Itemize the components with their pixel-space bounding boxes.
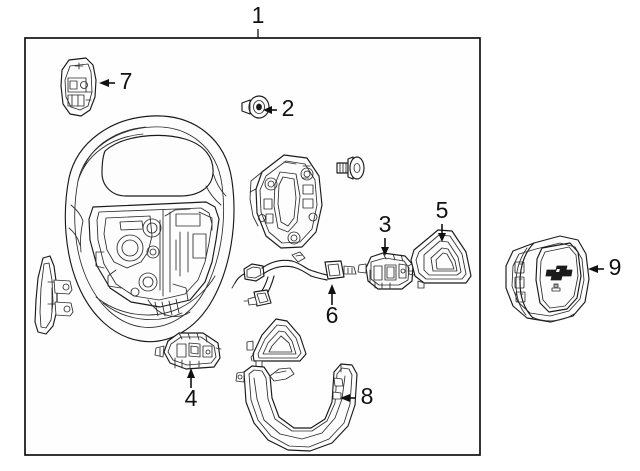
- paddle-shifter-upshift[interactable]: [60, 57, 97, 117]
- callout-label-3: 3: [379, 211, 392, 237]
- steering-wheel-rim-and-armature[interactable]: [64, 115, 235, 343]
- callout-label-7: 7: [120, 68, 133, 94]
- screw-torx-fastener[interactable]: [241, 95, 270, 119]
- switch-housing-bezel-center[interactable]: [249, 154, 323, 249]
- callout-leader-9: [588, 265, 604, 273]
- steering-wheel-switch-left[interactable]: [357, 252, 414, 290]
- callout-leader-3: [381, 238, 389, 256]
- callout-leader-4: [187, 368, 195, 388]
- callout-leader-5: [438, 224, 446, 242]
- callout-label-8: 8: [361, 383, 374, 409]
- steering-wheel-switch-right[interactable]: [154, 332, 222, 370]
- switch-bezel-trim-cover-left[interactable]: [246, 318, 307, 368]
- callout-leader-2: [263, 106, 277, 114]
- callout-label-1: 1: [252, 2, 265, 28]
- driver-airbag-module[interactable]: [505, 235, 590, 323]
- callout-leader-6: [328, 284, 336, 305]
- steering-wheel-wire-harness[interactable]: [231, 251, 357, 307]
- paddle-shifter-downshift[interactable]: [34, 255, 74, 335]
- lower-trim-bezel[interactable]: [235, 363, 358, 452]
- callout-label-6: 6: [326, 302, 339, 328]
- chevrolet-bowtie-emblem: [545, 265, 573, 281]
- callout-label-4: 4: [185, 385, 198, 411]
- callout-label-2: 2: [282, 95, 295, 121]
- callout-label-9: 9: [609, 254, 622, 280]
- callout-leader-7: [99, 79, 115, 87]
- screw-shoulder-bolt[interactable]: [336, 156, 365, 180]
- callout-label-5: 5: [436, 197, 449, 223]
- callout-leader-8: [340, 394, 356, 402]
